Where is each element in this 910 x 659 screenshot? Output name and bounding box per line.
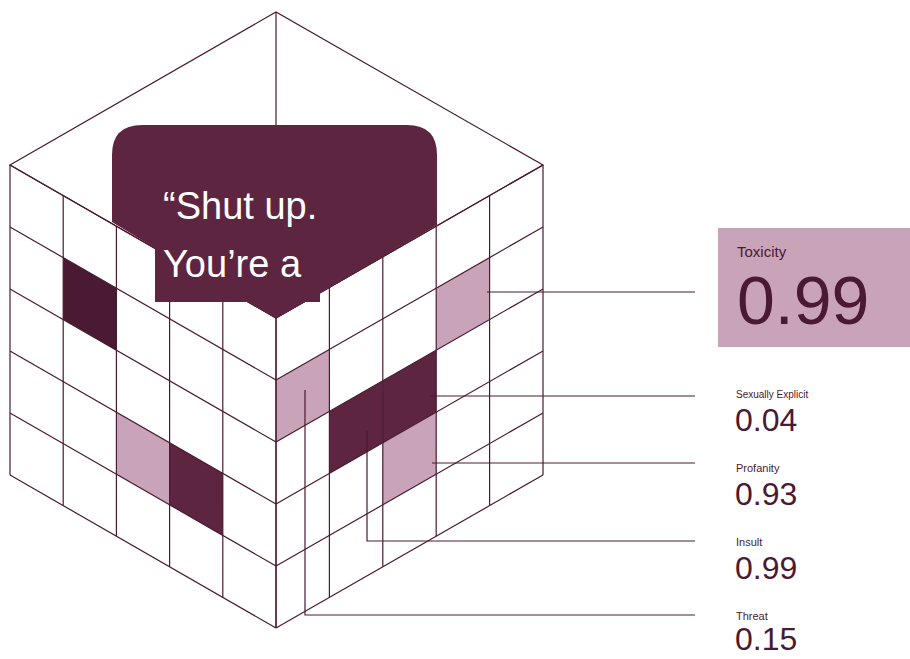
score-cell <box>170 443 223 536</box>
grid-line <box>436 226 437 536</box>
grid-line <box>10 351 276 504</box>
grid-line <box>9 165 10 475</box>
grid-line <box>382 257 383 567</box>
grid-line <box>275 318 276 628</box>
attribute-name: Insult <box>736 536 762 548</box>
score-value: 0.99 <box>735 551 797 585</box>
grid-line <box>10 289 276 442</box>
grid-line <box>489 196 490 506</box>
grid-line <box>10 475 276 628</box>
leader-line <box>430 395 695 396</box>
score-cell <box>63 258 116 351</box>
score-cell <box>276 349 329 442</box>
score-cell <box>436 258 489 351</box>
grid-line <box>275 318 276 628</box>
speech-bubble-outline <box>112 125 437 318</box>
attribute-name: Profanity <box>736 462 779 474</box>
grid-line <box>276 289 543 442</box>
speech-bubble: “Shut up. You’re a <box>112 125 437 325</box>
attribute-name: Threat <box>736 610 768 622</box>
leader-line <box>432 462 695 463</box>
grid-line <box>116 226 117 536</box>
quoted-comment: “Shut up. You’re a <box>163 177 393 293</box>
cube-hidden-edge <box>275 12 276 125</box>
score-cell <box>383 412 436 505</box>
leader-line <box>487 291 695 292</box>
grid-line <box>542 165 543 475</box>
grid-line <box>222 287 223 597</box>
grid-line <box>329 287 330 597</box>
leader-line <box>367 430 695 541</box>
grid-line <box>276 351 543 504</box>
score-value: 0.93 <box>735 477 797 511</box>
score-value: 0.99 <box>737 262 910 338</box>
toxicity-score-box: Toxicity0.99 <box>718 228 910 347</box>
score-cell <box>329 381 382 474</box>
grid-line <box>276 475 543 628</box>
grid-line <box>276 413 543 566</box>
leader-line <box>305 390 695 615</box>
score-value: 0.15 <box>735 622 797 656</box>
leader-lines <box>305 292 695 615</box>
grid-line <box>63 196 64 506</box>
cube-top-face <box>10 12 543 318</box>
attribute-name: Toxicity <box>737 242 910 262</box>
cube-grid <box>10 12 543 628</box>
grid-line <box>10 413 276 566</box>
attribute-name: Sexually Explicit <box>736 389 808 400</box>
grid-line <box>169 257 170 567</box>
score-value: 0.04 <box>735 403 797 437</box>
score-cell <box>116 412 169 505</box>
